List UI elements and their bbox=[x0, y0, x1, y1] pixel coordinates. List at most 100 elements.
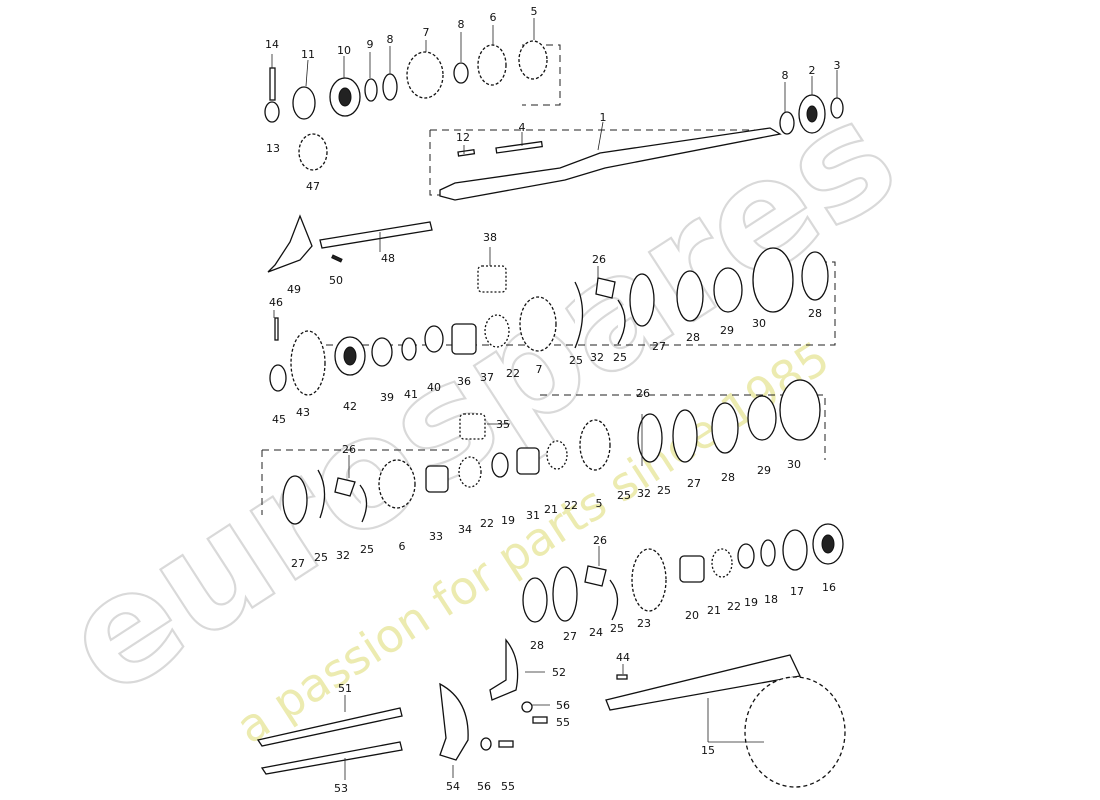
part-13-nut bbox=[264, 101, 280, 123]
label-32-a: 32 bbox=[590, 351, 604, 364]
part-26-key bbox=[595, 277, 616, 299]
label-1: 1 bbox=[600, 111, 607, 124]
part-25-ring-e bbox=[609, 579, 619, 621]
label-35: 35 bbox=[496, 418, 510, 431]
part-23-gear bbox=[631, 548, 667, 612]
label-38: 38 bbox=[483, 231, 497, 244]
part-11-gear bbox=[292, 86, 316, 120]
part-5-gear-b bbox=[579, 419, 611, 471]
label-28-a: 28 bbox=[686, 331, 700, 344]
part-14-pin bbox=[269, 67, 276, 101]
label-55-a: 55 bbox=[556, 716, 570, 729]
label-46: 46 bbox=[269, 296, 283, 309]
label-43: 43 bbox=[296, 406, 310, 419]
label-8-c: 8 bbox=[782, 69, 789, 82]
part-40-washer bbox=[424, 325, 444, 353]
label-25-d: 25 bbox=[360, 543, 374, 556]
part-5-gear bbox=[518, 40, 548, 80]
label-3: 3 bbox=[834, 59, 841, 72]
leader-lines bbox=[271, 18, 838, 780]
part-24-key bbox=[584, 565, 607, 587]
label-25-g: 25 bbox=[610, 622, 624, 635]
label-9: 9 bbox=[367, 38, 374, 51]
label-17: 17 bbox=[790, 585, 804, 598]
label-16: 16 bbox=[822, 581, 836, 594]
label-7-b: 7 bbox=[536, 363, 543, 376]
label-13: 13 bbox=[266, 142, 280, 155]
part-27-ring-e bbox=[552, 566, 578, 622]
label-45: 45 bbox=[272, 413, 286, 426]
label-54: 54 bbox=[446, 780, 460, 793]
part-29-hub bbox=[713, 267, 743, 313]
part-19-ring bbox=[491, 452, 509, 478]
label-32-c: 32 bbox=[637, 487, 651, 500]
label-14: 14 bbox=[265, 38, 279, 51]
part-28-ring-b bbox=[801, 251, 829, 301]
label-11: 11 bbox=[301, 48, 315, 61]
label-30-a: 30 bbox=[752, 317, 766, 330]
part-15-pinion bbox=[605, 654, 801, 711]
part-8-ring bbox=[382, 73, 398, 101]
part-30-sleeve-b bbox=[779, 379, 821, 441]
part-47-gear bbox=[298, 133, 328, 171]
part-19-ring-b bbox=[737, 543, 755, 569]
label-15: 15 bbox=[701, 744, 715, 757]
part-54-fork bbox=[439, 682, 469, 761]
part-28-ring-c bbox=[711, 402, 739, 454]
part-44-key bbox=[616, 674, 628, 680]
label-12: 12 bbox=[456, 131, 470, 144]
part-6-gear bbox=[477, 44, 507, 86]
part-55-bolt-b bbox=[532, 716, 548, 724]
part-43-gear bbox=[290, 330, 326, 396]
label-25-e: 25 bbox=[617, 489, 631, 502]
part-20-sleeve bbox=[679, 555, 705, 583]
part-48-shaft bbox=[319, 221, 433, 249]
label-27-b: 27 bbox=[291, 557, 305, 570]
label-48: 48 bbox=[381, 252, 395, 265]
part-36-sleeve bbox=[451, 323, 477, 355]
part-37-bearing bbox=[484, 314, 510, 348]
part-56-washer bbox=[480, 737, 492, 751]
label-41: 41 bbox=[404, 388, 418, 401]
part-55-bolt bbox=[498, 740, 514, 748]
label-26-a: 26 bbox=[592, 253, 606, 266]
part-28-ring bbox=[676, 270, 704, 322]
label-30-b: 30 bbox=[787, 458, 801, 471]
part-56-washer-b bbox=[521, 701, 533, 713]
part-4-key bbox=[495, 140, 543, 154]
label-21-b: 21 bbox=[707, 604, 721, 617]
row-3-parts bbox=[282, 379, 821, 525]
label-47: 47 bbox=[306, 180, 320, 193]
part-32-key bbox=[334, 477, 356, 497]
label-27-a: 27 bbox=[652, 340, 666, 353]
part-38-cage bbox=[477, 265, 507, 293]
label-26-c: 26 bbox=[342, 443, 356, 456]
label-42: 42 bbox=[343, 400, 357, 413]
part-49-fork bbox=[267, 214, 313, 273]
part-45-nut bbox=[269, 364, 287, 392]
part-9-washer bbox=[364, 78, 378, 102]
part-25-ring-c bbox=[317, 469, 326, 519]
label-6-b: 6 bbox=[399, 540, 406, 553]
row-4-parts bbox=[522, 523, 844, 623]
label-8-b: 8 bbox=[458, 18, 465, 31]
label-22-d: 22 bbox=[727, 600, 741, 613]
label-22-c: 22 bbox=[564, 499, 578, 512]
part-21-bearing bbox=[546, 440, 568, 470]
label-19-b: 19 bbox=[744, 596, 758, 609]
label-4: 4 bbox=[519, 121, 526, 134]
label-51: 51 bbox=[338, 682, 352, 695]
label-7-a: 7 bbox=[423, 26, 430, 39]
label-56-b: 56 bbox=[477, 780, 491, 793]
label-21-a: 21 bbox=[544, 503, 558, 516]
label-6-a: 6 bbox=[490, 11, 497, 24]
label-31: 31 bbox=[526, 509, 540, 522]
label-33: 33 bbox=[429, 530, 443, 543]
label-28-c: 28 bbox=[721, 471, 735, 484]
part-7-gear-b bbox=[519, 296, 557, 352]
label-19-a: 19 bbox=[501, 514, 515, 527]
label-24: 24 bbox=[589, 626, 603, 639]
part-8-ring-c bbox=[779, 111, 795, 135]
part-31-sleeve bbox=[516, 447, 540, 475]
